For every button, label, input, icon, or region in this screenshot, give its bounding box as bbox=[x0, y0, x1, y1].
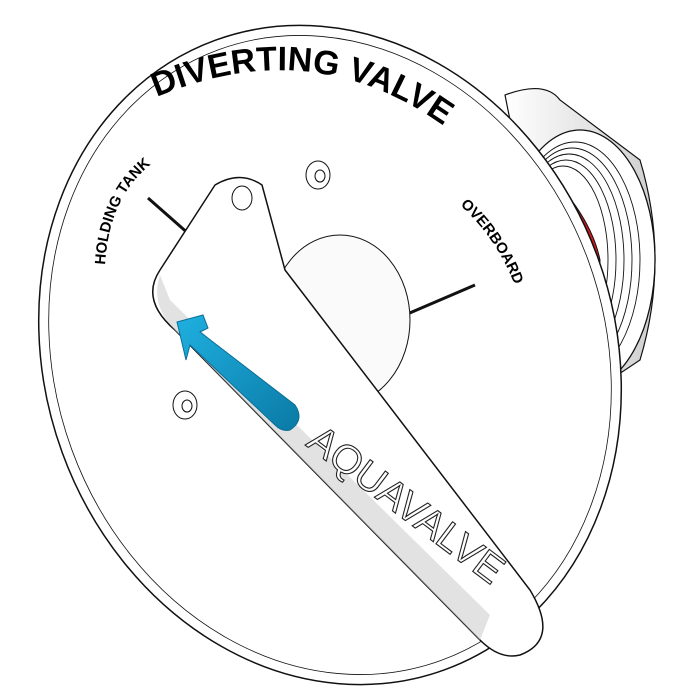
direction-arrow-icon bbox=[176, 314, 300, 431]
valve-handle[interactable] bbox=[152, 176, 544, 657]
screw-holes bbox=[172, 160, 331, 420]
holding-tank-tick bbox=[147, 196, 191, 237]
overboard-tick bbox=[404, 283, 476, 317]
